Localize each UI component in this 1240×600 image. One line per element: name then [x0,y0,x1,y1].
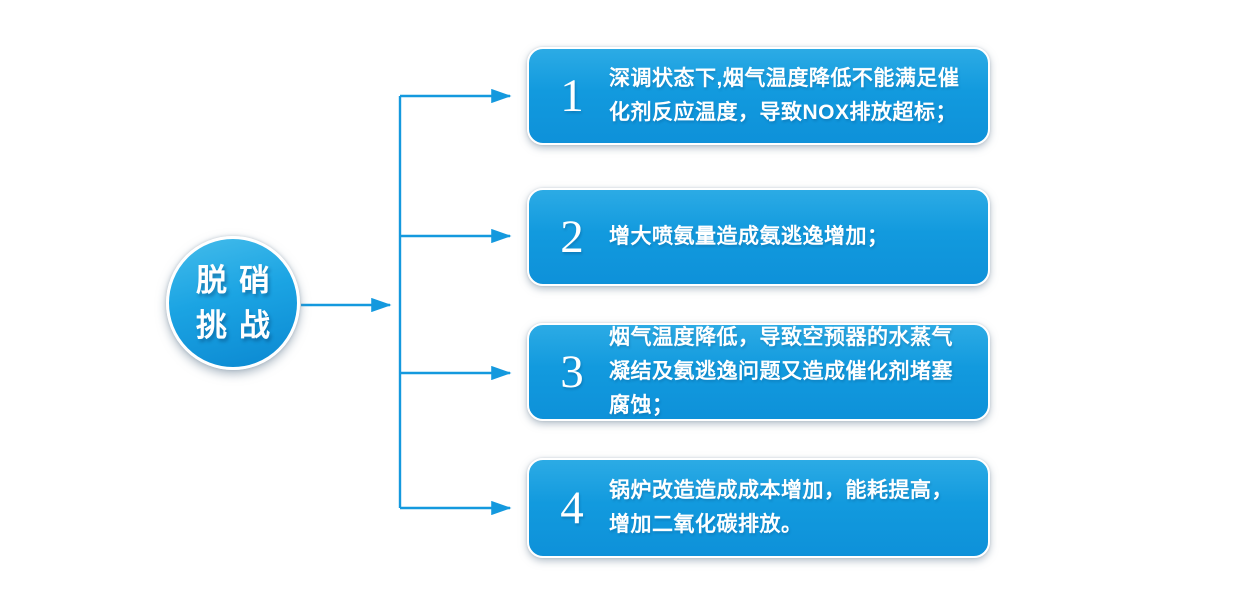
challenge-text-4: 锅炉改造造成成本增加，能耗提高，增加二氧化碳排放。 [609,479,953,536]
root-node-label-line2: 挑战 [196,308,282,343]
challenge-text-2: 增大喷氨量造成氨逃逸增加； [609,225,889,248]
challenge-box-4: 4 锅炉改造造成成本增加，能耗提高，增加二氧化碳排放。 [527,458,990,558]
challenge-box-2: 2 增大喷氨量造成氨逃逸增加； [527,188,990,286]
challenge-box-3: 3 烟气温度降低，导致空预器的水蒸气凝结及氨逃逸问题又造成催化剂堵塞腐蚀； [527,323,990,421]
challenge-text-3: 烟气温度降低，导致空预器的水蒸气凝结及氨逃逸问题又造成催化剂堵塞腐蚀； [609,326,953,417]
challenge-number-4: 4 [560,481,584,534]
challenge-number-3: 3 [560,345,584,398]
challenge-box-1: 1 深调状态下,烟气温度降低不能满足催化剂反应温度，导致NOX排放超标； [527,47,990,145]
challenge-text-1: 深调状态下,烟气温度降低不能满足催化剂反应温度，导致NOX排放超标； [609,67,960,124]
challenge-number-2: 2 [560,210,584,263]
root-node-circle: 脱硝 挑战 [166,236,300,370]
root-node-label-line1: 脱硝 [196,263,282,298]
challenge-number-1: 1 [560,69,584,122]
